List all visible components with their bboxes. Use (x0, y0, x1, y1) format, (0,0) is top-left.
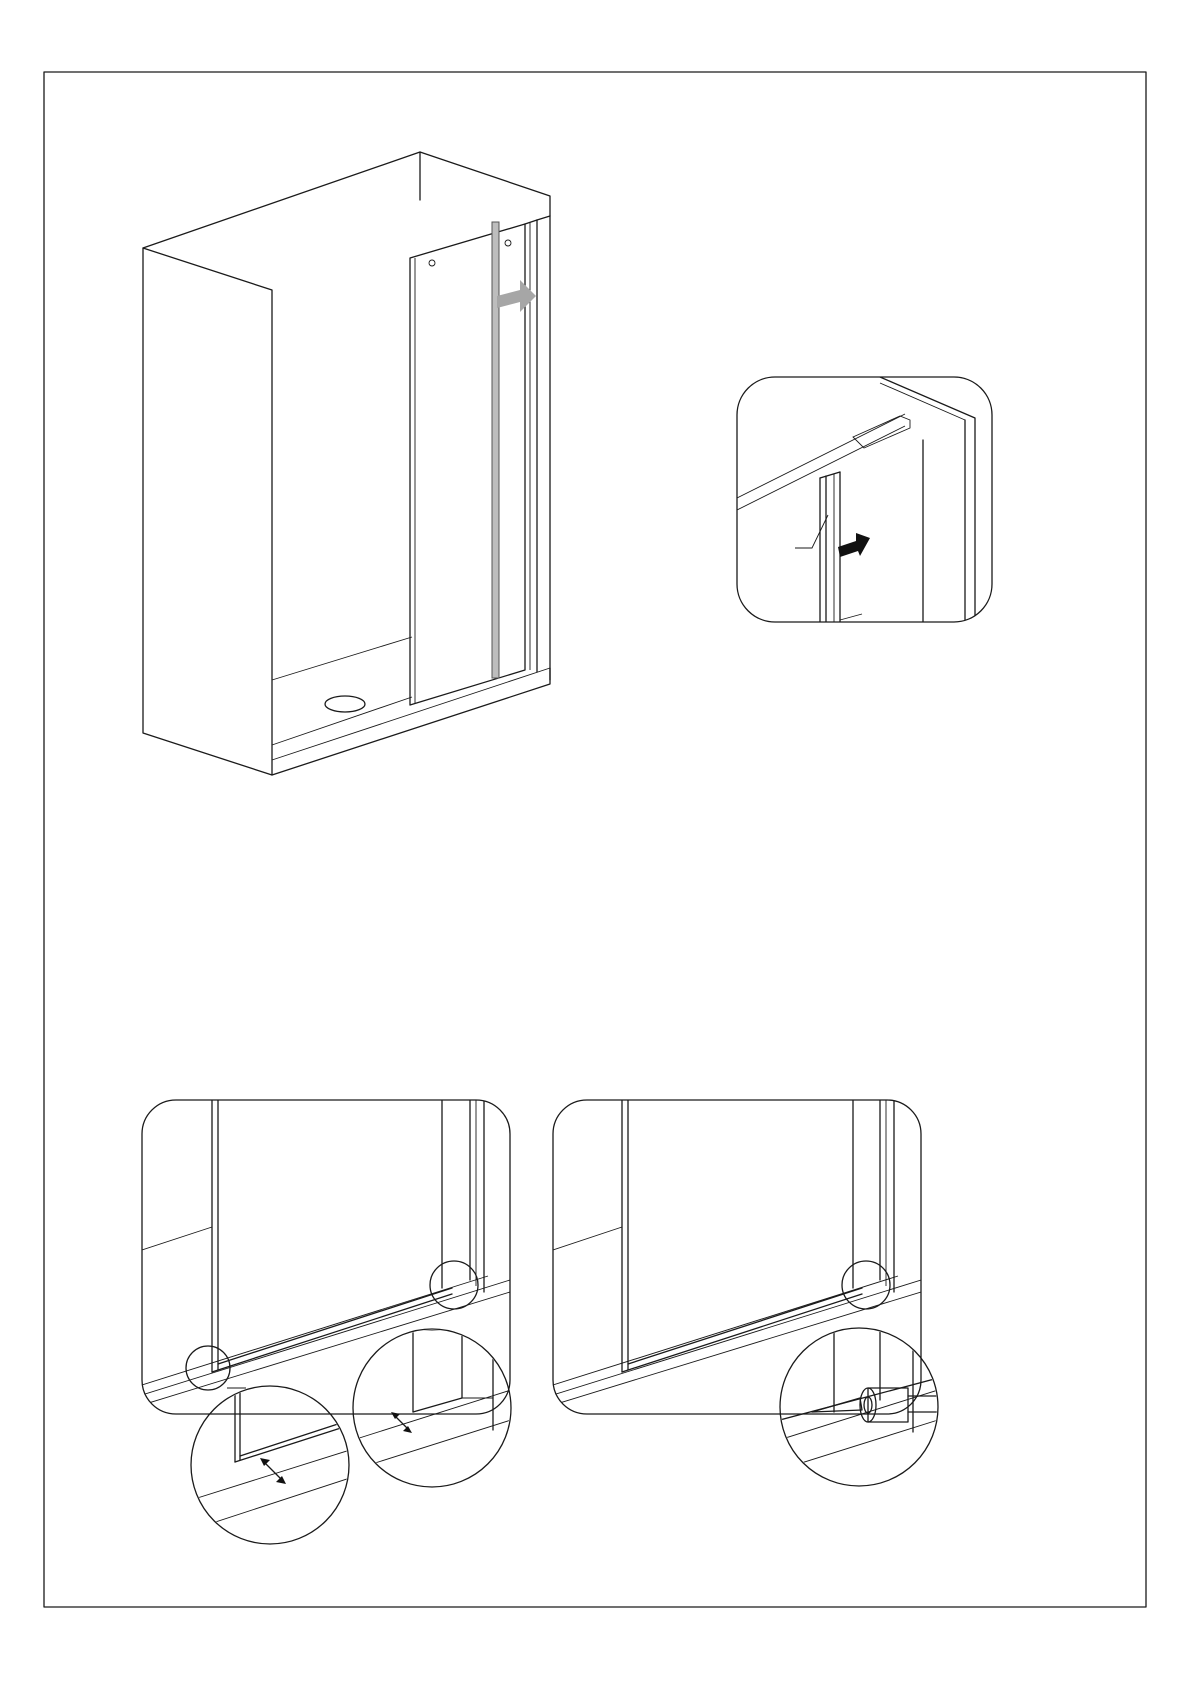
gap-check-figure (142, 1100, 511, 1544)
enclosure-overview-figure (143, 152, 550, 775)
silicone-nozzle-icon (812, 1398, 862, 1412)
sealant-figure (553, 1100, 938, 1486)
silicone-cartridge-icon (860, 1388, 938, 1422)
drain-icon (325, 696, 365, 712)
insert-arrow-icon (838, 533, 870, 557)
profile-detail-figure (737, 377, 992, 622)
page-frame (44, 72, 1146, 1607)
guide-profile (492, 222, 499, 678)
